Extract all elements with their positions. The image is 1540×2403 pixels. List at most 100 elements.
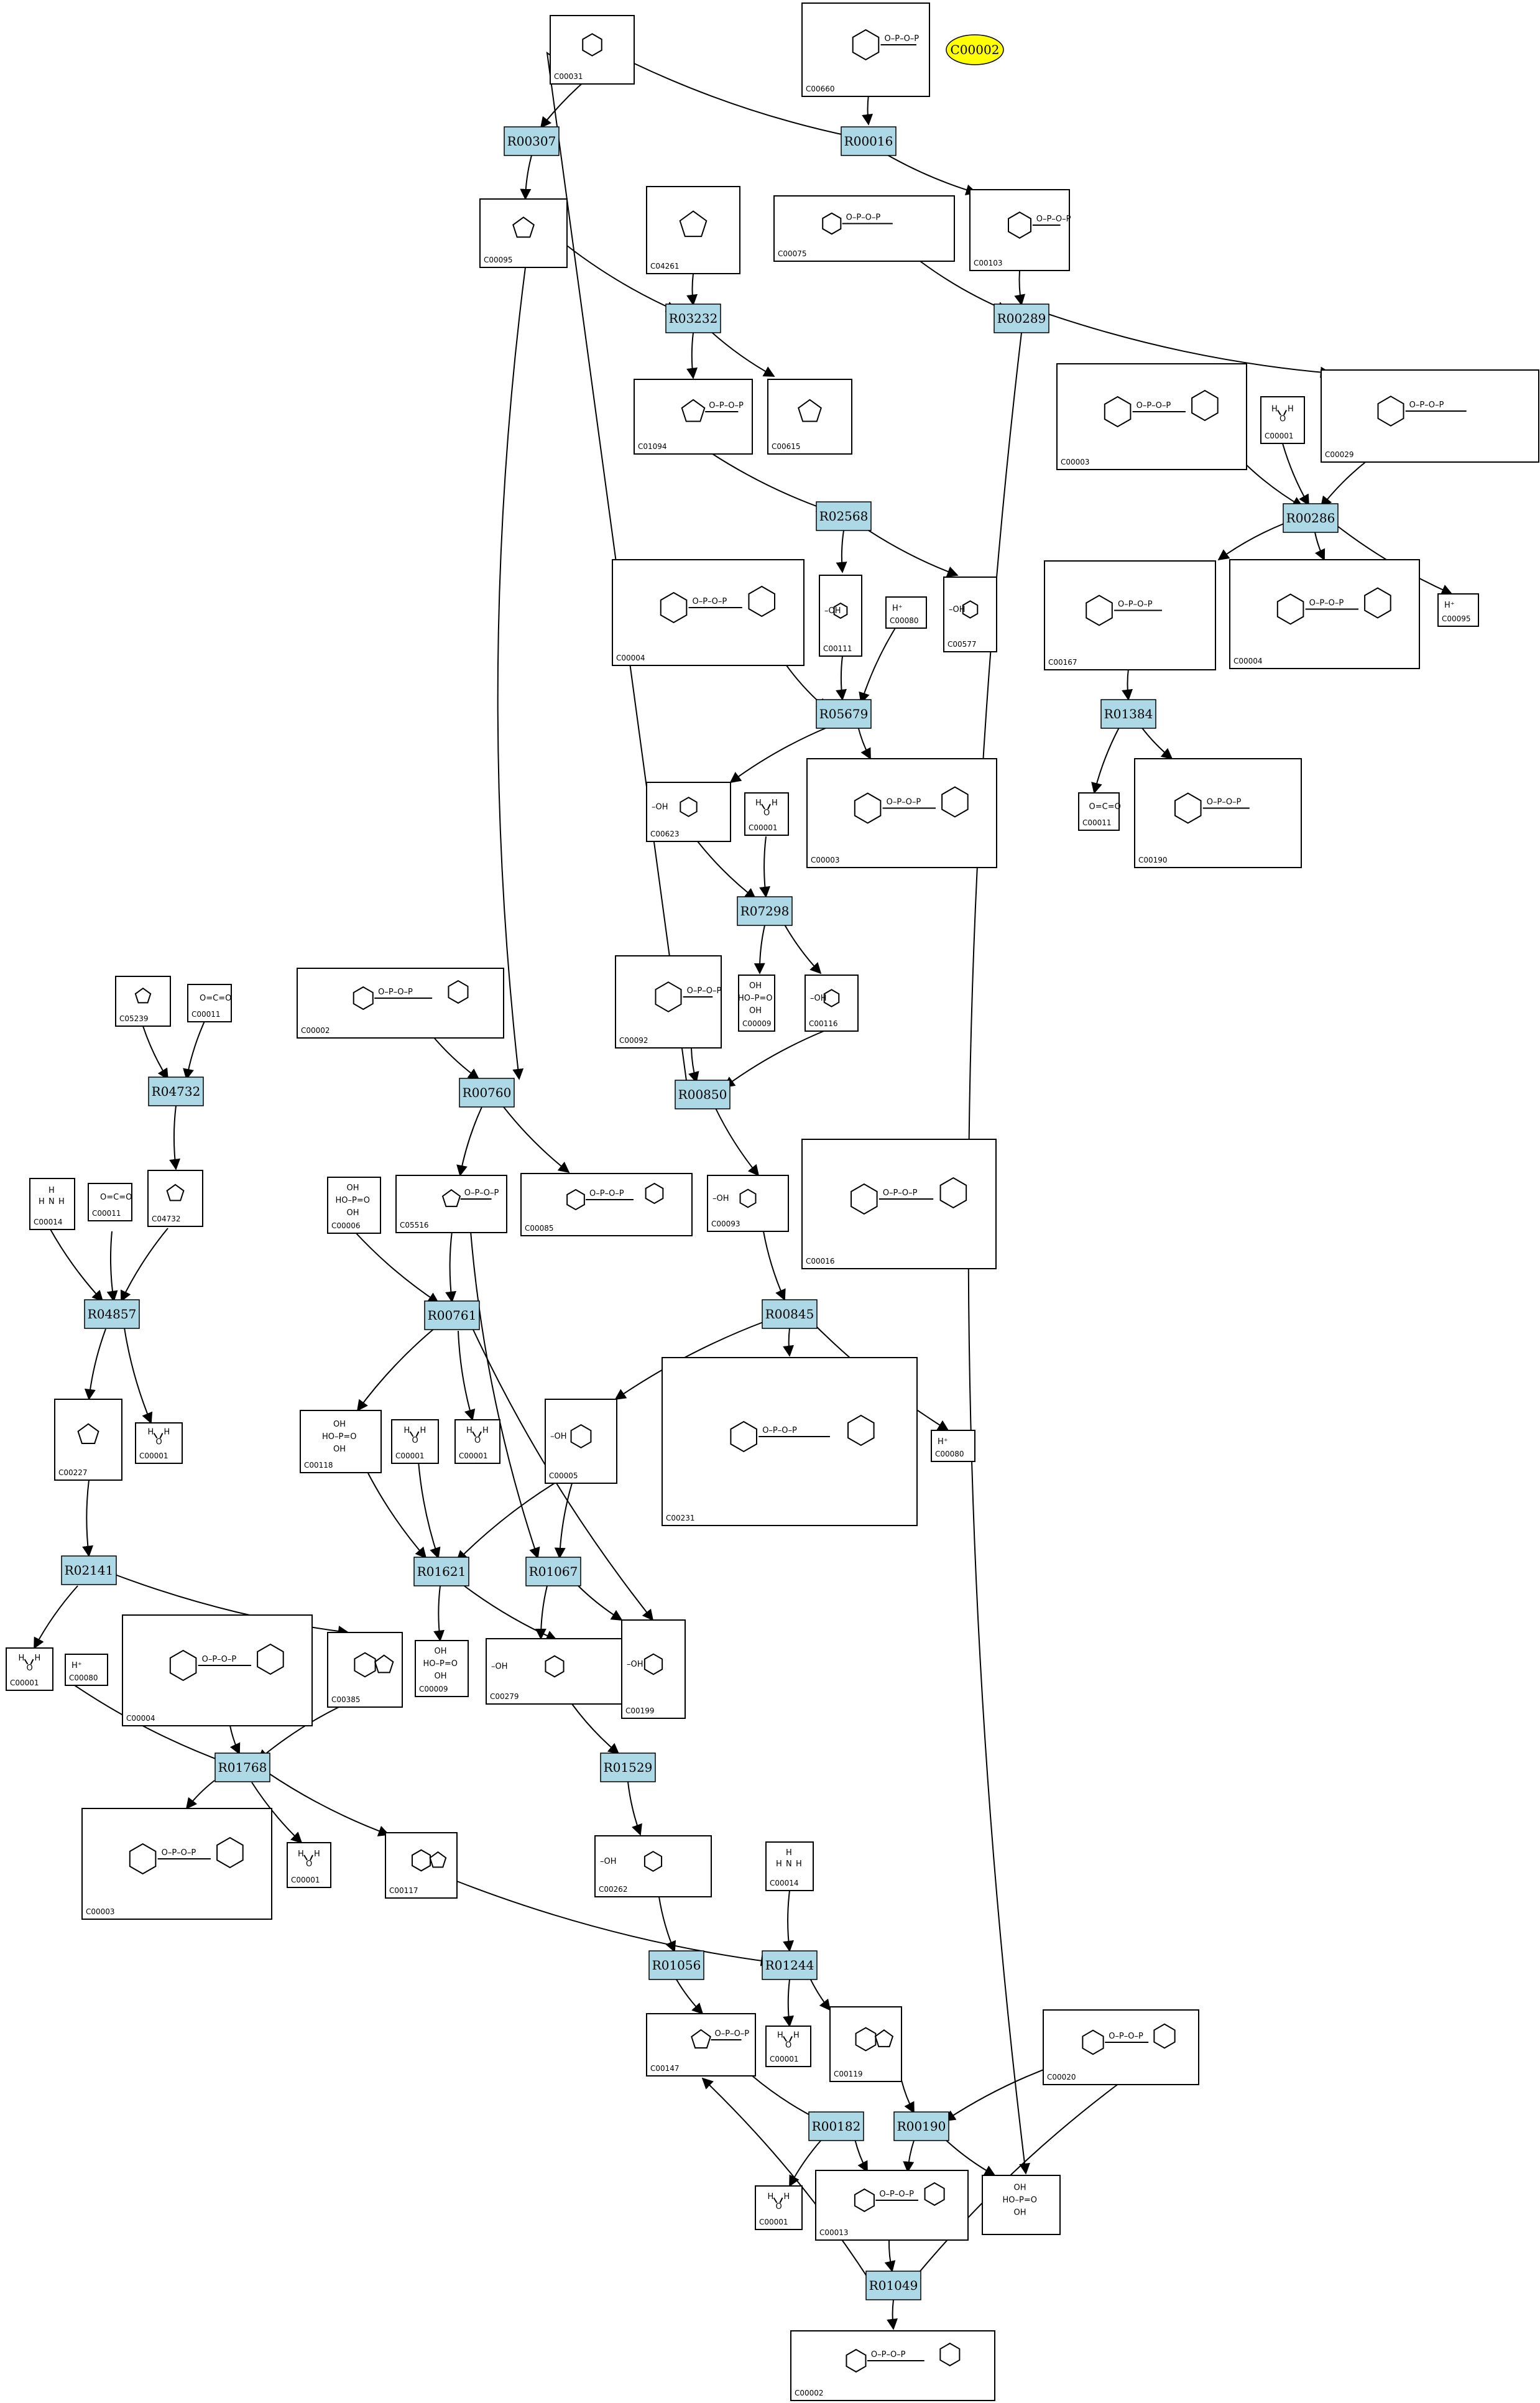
reaction-node[interactable]: R01056 (648, 1950, 704, 1980)
reaction-node[interactable]: R03232 (665, 303, 721, 333)
svg-text:H: H (777, 2031, 783, 2040)
reaction-node[interactable]: R04857 (84, 1299, 140, 1329)
compound-node[interactable]: H⁺C00080 (65, 1654, 108, 1686)
edge-arrow (445, 1231, 457, 1303)
reaction-node[interactable]: R00760 (459, 1078, 515, 1108)
compound-node[interactable]: C00227 (54, 1399, 122, 1481)
reaction-node[interactable]: R01529 (600, 1752, 656, 1782)
reaction-node[interactable]: R00850 (675, 1080, 731, 1109)
reaction-node[interactable]: R00182 (808, 2111, 864, 2141)
reaction-node[interactable]: R01049 (865, 2271, 921, 2300)
reaction-node[interactable]: R04732 (148, 1076, 204, 1106)
compound-node[interactable]: C00615 (767, 379, 852, 455)
compound-node[interactable]: C00119 (829, 2006, 902, 2082)
reaction-node[interactable]: R02568 (816, 501, 872, 531)
reaction-node[interactable]: R01768 (214, 1752, 270, 1782)
compound-frame (612, 559, 805, 666)
compound-node[interactable]: C05239 (115, 976, 171, 1027)
highlight-node[interactable]: C00002 (946, 34, 1004, 65)
compound-node[interactable]: H⁺C00080 (885, 596, 927, 629)
reaction-node[interactable]: R00307 (504, 126, 560, 156)
reaction-node[interactable]: R01067 (525, 1557, 581, 1586)
reaction-node[interactable]: R00289 (994, 303, 1049, 333)
compound-node[interactable]: C04732 (147, 1170, 203, 1227)
reaction-node[interactable]: R00761 (424, 1300, 480, 1330)
reaction-node[interactable]: R01384 (1100, 699, 1156, 729)
svg-text:H: H (35, 1654, 41, 1663)
reaction-node[interactable]: R00845 (762, 1299, 818, 1329)
compound-node[interactable]: C00385 (327, 1632, 403, 1708)
compound-frame (594, 1835, 712, 1897)
reaction-node[interactable]: R01244 (762, 1950, 818, 1980)
reaction-node[interactable]: R00190 (893, 2111, 949, 2141)
compound-node[interactable]: H⁺C00080 (931, 1430, 975, 1462)
compound-id: C04261 (650, 262, 680, 271)
compound-node[interactable]: C00031 (550, 15, 635, 85)
compound-node[interactable]: H⁺C00095 (1437, 593, 1479, 627)
reaction-node[interactable]: R02141 (61, 1555, 117, 1585)
reaction-node[interactable]: R05679 (816, 699, 872, 729)
compound-node[interactable]: C04261 (646, 186, 740, 274)
reaction-node[interactable]: R01621 (413, 1557, 469, 1586)
reaction-node[interactable]: R07298 (737, 896, 793, 926)
compound-node[interactable]: C00117 (385, 1832, 458, 1899)
structure-drawing: O–P–O–P (851, 1177, 967, 1215)
reaction-node[interactable]: R00016 (841, 126, 897, 156)
reaction-box (1283, 503, 1339, 533)
reaction-node[interactable]: R00286 (1283, 503, 1339, 533)
compound-node[interactable]: C00095 (479, 198, 568, 268)
